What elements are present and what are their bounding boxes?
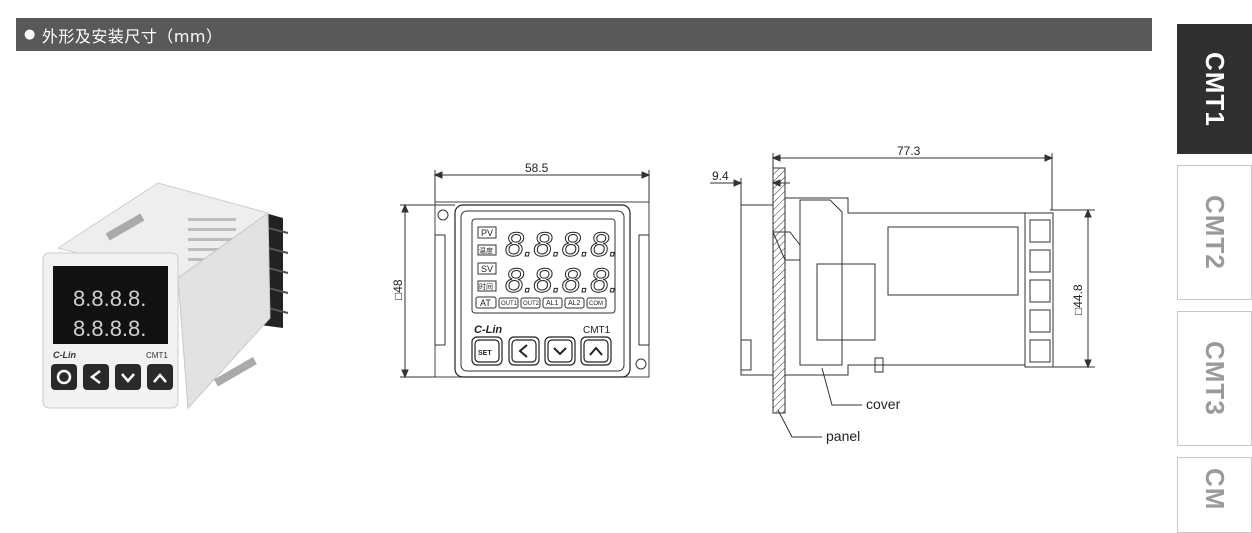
width-dimension: 58.5 (525, 161, 549, 175)
section-title: 外形及安装尺寸（mm） (41, 26, 223, 46)
photo-model: CMT1 (146, 351, 168, 360)
photo-digits-top: 8.8.8.8. (73, 286, 146, 311)
tab-label: CM (1200, 468, 1230, 511)
at-label: AT (480, 298, 491, 308)
left-arrow-icon (518, 344, 528, 358)
photo-down-button-icon (115, 364, 141, 390)
tab-label: CMT3 (1200, 341, 1230, 416)
panel-label: panel (826, 428, 860, 444)
pv-digits: 8.8.8.8. (505, 226, 618, 264)
model-tabs: CMT1 CMT2 CMT3 CM (1177, 18, 1252, 533)
model-label: CMT1 (583, 325, 611, 336)
wendu-label: 温度 (479, 246, 493, 255)
tab-cmt1[interactable]: CMT1 (1177, 24, 1252, 154)
down-arrow-icon (553, 347, 567, 356)
al1-label: AL1 (546, 300, 559, 307)
sv-label: SV (481, 264, 493, 274)
front-view-drawing: PV 温度 SV 时间 8.8.8.8. 8.8.8.8. AT OUT1 OU… (391, 161, 651, 379)
com-label: COM (589, 301, 603, 307)
sv-digits: 8.8.8.8. (505, 262, 618, 300)
pv-label: PV (481, 228, 493, 238)
section-header: ● 外形及安装尺寸（mm） (16, 18, 1152, 51)
photo-up-button-icon (147, 364, 173, 390)
up-arrow-icon (589, 346, 603, 356)
left-button[interactable] (508, 336, 540, 366)
tab-cmt2[interactable]: CMT2 (1177, 165, 1252, 300)
offset-dimension: 9.4 (712, 169, 729, 183)
up-button[interactable] (580, 336, 612, 366)
set-button[interactable] (471, 336, 503, 366)
tab-label: CMT1 (1200, 51, 1230, 127)
photo-brand: C-Lin (53, 350, 76, 360)
photo-set-button-icon (51, 364, 77, 390)
product-photo: 8.8.8.8. 8.8.8.8. C-Lin CMT1 (42, 182, 289, 410)
out2-label: OUT2 (523, 301, 540, 307)
photo-digits-bottom: 8.8.8.8. (73, 316, 146, 341)
cover-label: cover (866, 396, 901, 412)
photo-left-button-icon (83, 364, 109, 390)
tab-cmt3[interactable]: CMT3 (1177, 311, 1252, 446)
height-dimension: □48 (391, 279, 405, 300)
al2-label: AL2 (568, 300, 581, 307)
brand-logo: C-Lin (474, 324, 502, 336)
bullet-icon: ● (24, 27, 36, 42)
length-dimension: 77.3 (897, 144, 921, 158)
set-button-label: SET (478, 350, 492, 357)
tab-label: CMT2 (1200, 195, 1230, 270)
shijian-label: 时间 (479, 282, 493, 291)
out1-label: OUT1 (501, 301, 518, 307)
tab-cm-partial[interactable]: CM (1177, 457, 1252, 533)
side-height-dimension: □44.8 (1071, 284, 1085, 315)
side-view-drawing: 77.3 9.4 □44.8 cover panel (710, 144, 1095, 444)
down-button[interactable] (544, 336, 576, 366)
